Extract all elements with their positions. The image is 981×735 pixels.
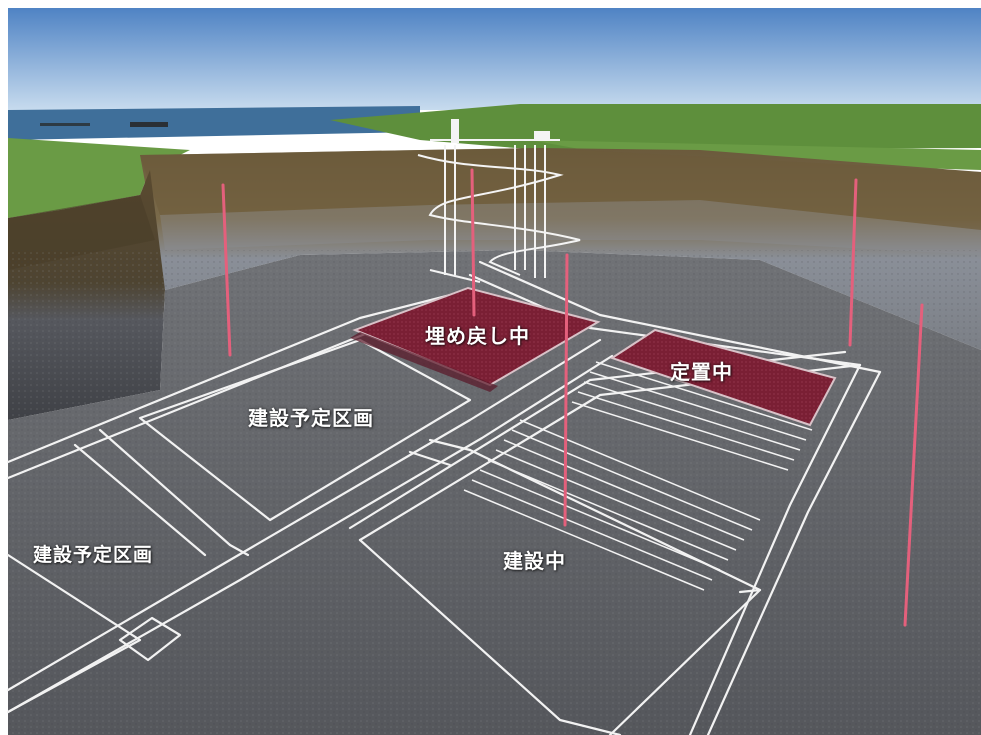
label-under-construction: 建設中 [503, 549, 566, 573]
tunnel-network [6, 260, 882, 735]
label-emplaced: 定置中 [670, 360, 733, 384]
sky [8, 8, 981, 110]
access-shaft-icon [417, 119, 581, 283]
label-planned-upper: 建設予定区画 [248, 406, 374, 430]
monitoring-borehole-icon [221, 168, 924, 627]
emplacement-panel [609, 328, 837, 427]
emplacement-stripes [571, 361, 813, 471]
label-planned-left: 建設予定区画 [33, 544, 154, 566]
sea [8, 106, 420, 140]
grass-far [330, 104, 981, 150]
construction-stripes [463, 419, 761, 591]
label-backfilling: 埋め戻し中 [425, 324, 530, 348]
